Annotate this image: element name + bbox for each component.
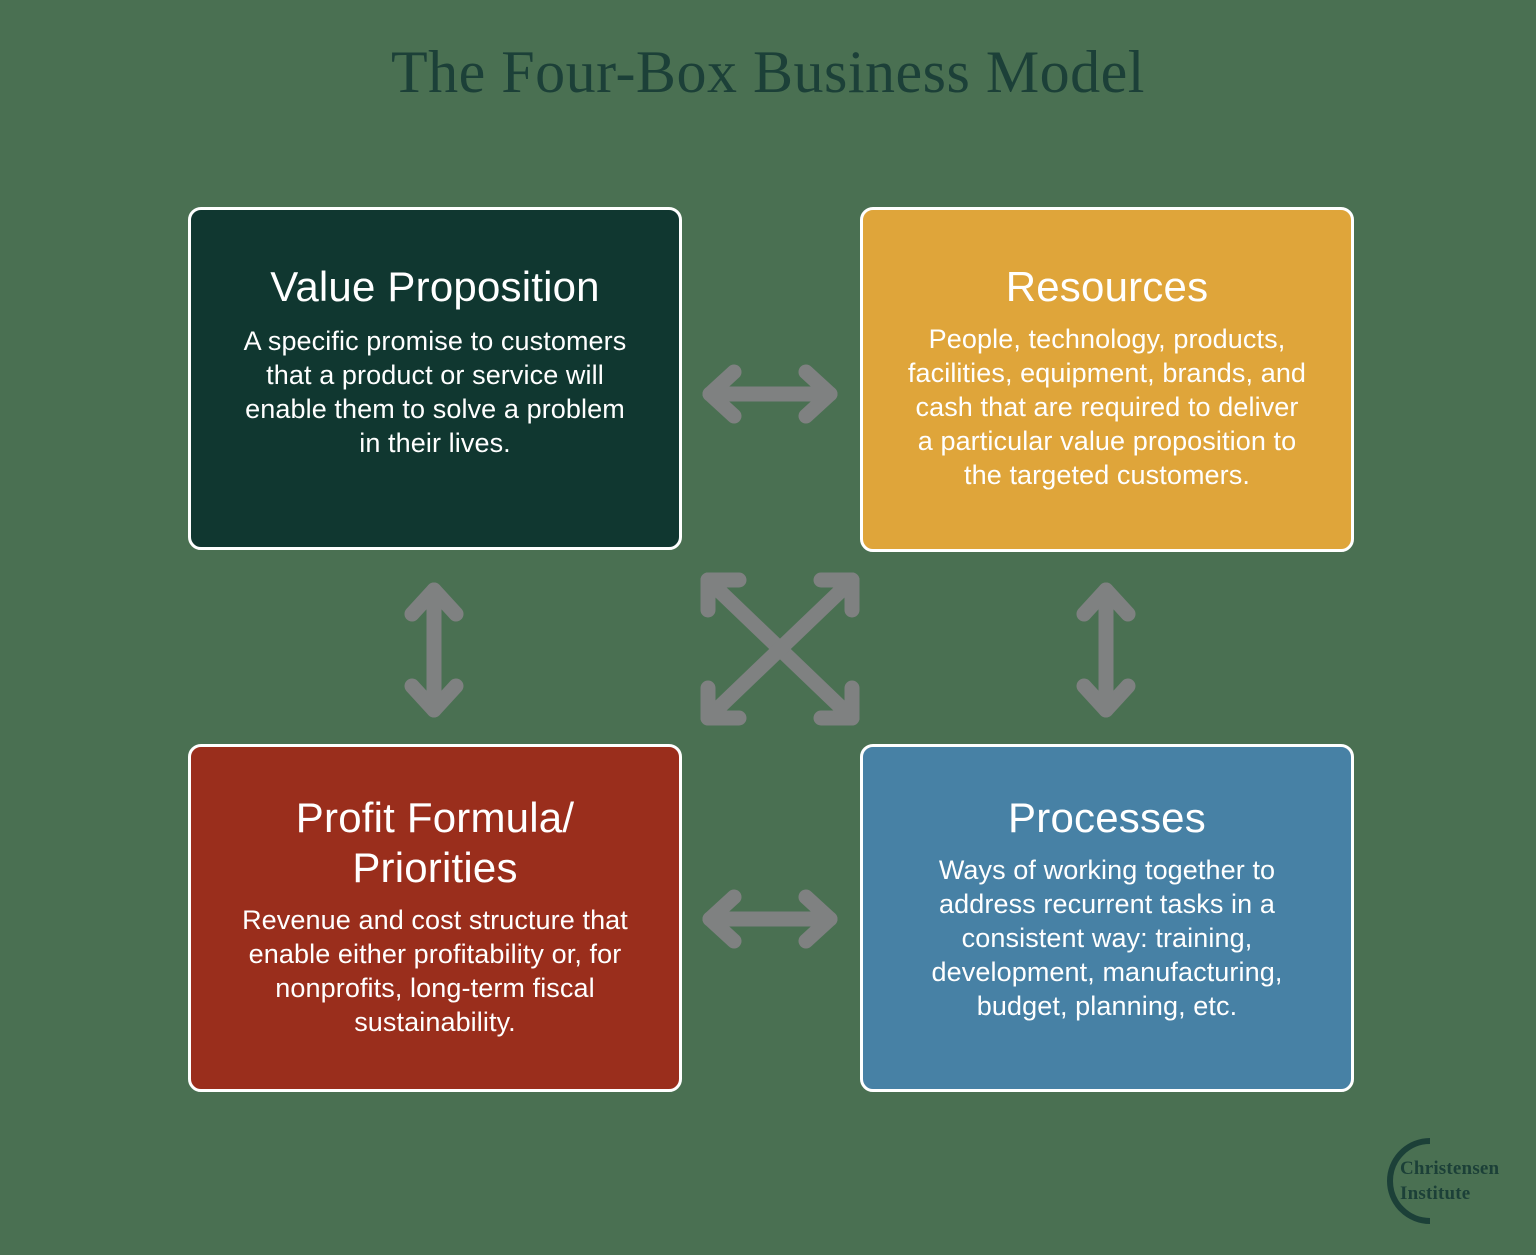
box-resources-title: Resources [1005,263,1209,310]
logo-text-line1: Christensen [1400,1158,1500,1179]
christensen-institute-logo: Christensen Institute [1352,1128,1512,1234]
top-horizontal-double-arrow-icon [694,362,846,426]
box-processes: Processes Ways of working together to ad… [860,744,1354,1092]
box-value-proposition: Value Proposition A specific promise to … [188,207,682,550]
logo-text: Christensen Institute [1400,1156,1499,1206]
page-title: The Four-Box Business Model [391,39,1145,105]
left-vertical-double-arrow-icon [398,574,470,726]
logo-text-line2: Institute [1400,1183,1471,1204]
bottom-horizontal-double-arrow-icon [694,887,846,951]
box-resources-body: People, technology, products, facilities… [907,324,1307,490]
box-resources: Resources People, technology, products, … [860,207,1354,552]
box-value-proposition-body: A specific promise to customers that a p… [243,326,627,458]
logo-arc-icon [1387,1138,1431,1224]
box-profit-formula: Profit Formula/ Priorities Revenue and c… [188,744,682,1092]
right-vertical-double-arrow-icon [1070,574,1142,726]
center-diagonal-cross-arrows-icon [690,563,870,735]
box-value-proposition-title: Value Proposition [270,263,600,310]
box-processes-body: Ways of working together to address recu… [931,855,1283,1021]
box-profit-formula-body: Revenue and cost structure that enable e… [242,905,628,1037]
box-processes-title: Processes [1008,794,1206,841]
box-profit-formula-title: Profit Formula/ Priorities [295,794,575,891]
